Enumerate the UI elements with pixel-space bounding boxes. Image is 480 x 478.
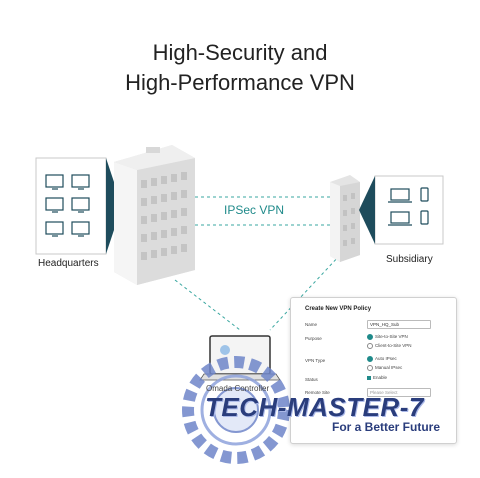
remote-site-label: Remote Site [305, 390, 330, 395]
subsidiary-panel [359, 175, 444, 245]
radio-selected-icon [367, 334, 373, 340]
name-label: Name [305, 322, 318, 327]
ipsec-vpn-label: IPSec VPN [220, 203, 289, 217]
vpn-type-label: VPN Type [305, 358, 326, 363]
headquarters-building-icon [114, 145, 195, 285]
purpose-option-client-to-site[interactable]: Client-to-Site VPN [367, 343, 412, 349]
page-title-line2: High-Performance VPN [125, 70, 355, 95]
vpn-type-option-auto[interactable]: Auto IPsec [367, 356, 397, 362]
radio-icon [367, 365, 373, 371]
purpose-option-site-to-site[interactable]: Site-to-Site VPN [367, 334, 408, 340]
watermark-brand: TECH-MASTER-7 [205, 392, 424, 422]
watermark-tagline: For a Better Future [332, 420, 441, 434]
headquarters-label: Headquarters [38, 258, 99, 269]
gear-icon [182, 356, 290, 464]
create-vpn-policy-form: Create New VPN Policy Name VPN_HQ_Sub Pu… [290, 297, 457, 444]
desktop-icons [45, 174, 90, 237]
radio-selected-icon [367, 356, 373, 362]
remote-site-select[interactable]: Please Select [367, 388, 431, 397]
name-input[interactable]: VPN_HQ_Sub [367, 320, 431, 329]
subsidiary-label: Subsidiary [386, 254, 433, 265]
headquarters-panel [35, 157, 122, 255]
laptop-phone-icons [388, 187, 429, 226]
status-enable-checkbox[interactable]: Enable [367, 375, 387, 380]
form-title: Create New VPN Policy [305, 306, 372, 312]
status-label: Status [305, 377, 318, 382]
checkbox-checked-icon [367, 375, 371, 380]
omada-controller-label: Omada Controller [206, 384, 270, 393]
vpn-type-option-manual[interactable]: Manual IPsec [367, 365, 402, 371]
radio-icon [367, 343, 373, 349]
subsidiary-building-icon [330, 175, 360, 262]
page-title-line1: High-Security and [152, 40, 328, 65]
purpose-label: Purpose [305, 336, 322, 341]
vpn-links [174, 196, 341, 331]
